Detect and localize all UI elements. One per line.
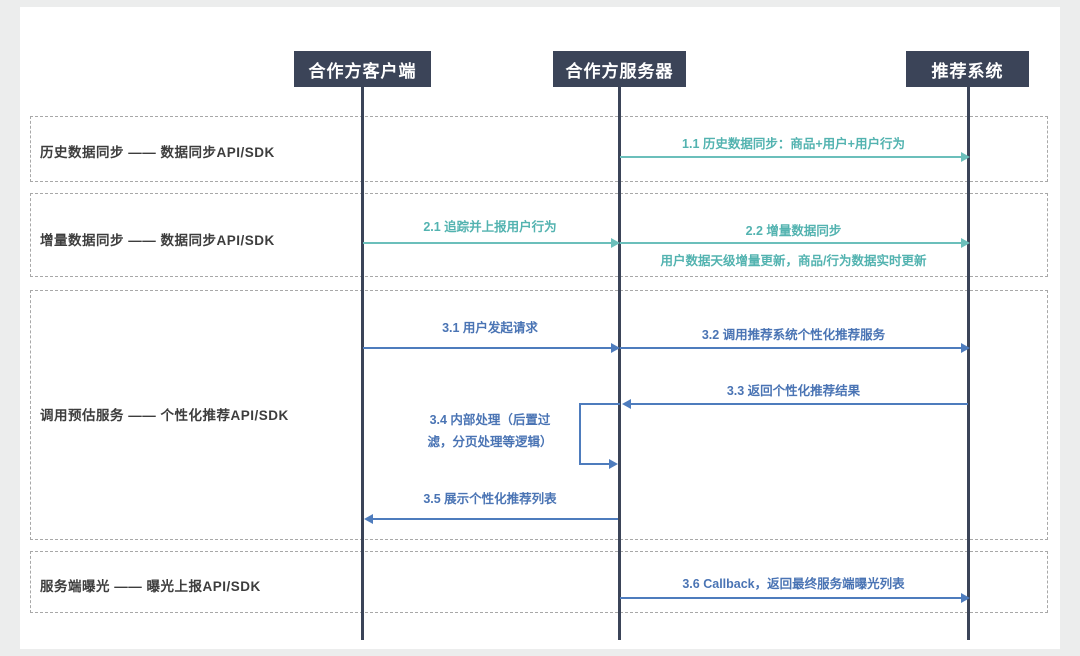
message-label-3-1: 3.1 用户发起请求	[442, 321, 538, 335]
actor-label-recsys: 推荐系统	[931, 61, 1004, 81]
message-line-1-1	[620, 156, 964, 158]
message-label-3-4-line2: 滤，分页处理等逻辑）	[427, 435, 553, 449]
actor-label-server: 合作方服务器	[565, 61, 674, 81]
message-arrowhead-3-6	[961, 593, 970, 603]
self-loop-arrowhead-3-4	[609, 459, 618, 469]
message-line-2-1	[363, 242, 614, 244]
band-label-incremental-sync: 增量数据同步 —— 数据同步API/SDK	[40, 233, 275, 248]
message-label-2-1: 2.1 追踪并上报用户行为	[423, 220, 557, 234]
message-arrowhead-3-5	[364, 514, 373, 524]
message-line-3-6	[620, 597, 964, 599]
actor-label-client: 合作方客户端	[308, 61, 417, 81]
diagram-card: 历史数据同步 —— 数据同步API/SDK 增量数据同步 —— 数据同步API/…	[20, 7, 1060, 649]
message-label-3-6: 3.6 Callback，返回最终服务端曝光列表	[682, 577, 905, 591]
band-label-server-exposure: 服务端曝光 —— 曝光上报API/SDK	[40, 579, 261, 594]
message-arrowhead-3-1	[611, 343, 620, 353]
message-line-3-1	[363, 347, 614, 349]
message-label-3-5: 3.5 展示个性化推荐列表	[423, 492, 557, 506]
self-loop-bottom-3-4	[579, 463, 611, 465]
lifeline-client	[361, 87, 364, 640]
message-arrowhead-3-3	[622, 399, 631, 409]
band-history-sync	[30, 116, 1048, 182]
actor-box-server[interactable]: 合作方服务器	[553, 51, 686, 87]
message-sublabel-2-2: 用户数据天级增量更新，商品/行为数据实时更新	[660, 254, 927, 268]
message-arrowhead-2-1	[611, 238, 620, 248]
band-predict-service	[30, 290, 1048, 540]
actor-box-recsys[interactable]: 推荐系统	[906, 51, 1029, 87]
message-arrowhead-1-1	[961, 152, 970, 162]
message-label-3-4-line1: 3.4 内部处理（后置过	[429, 413, 551, 427]
message-line-3-5	[372, 518, 618, 520]
message-line-2-2	[620, 242, 964, 244]
actor-box-client[interactable]: 合作方客户端	[294, 51, 431, 87]
message-line-3-3	[630, 403, 968, 405]
band-server-exposure	[30, 551, 1048, 613]
band-label-predict-service: 调用预估服务 —— 个性化推荐API/SDK	[40, 408, 289, 423]
message-label-2-2: 2.2 增量数据同步	[745, 224, 842, 238]
self-loop-side-3-4	[579, 403, 581, 465]
lifeline-recsys	[967, 87, 970, 640]
message-label-3-2: 3.2 调用推荐系统个性化推荐服务	[701, 328, 886, 342]
message-line-3-2	[620, 347, 964, 349]
sequence-diagram: 历史数据同步 —— 数据同步API/SDK 增量数据同步 —— 数据同步API/…	[20, 7, 1060, 649]
message-label-3-3: 3.3 返回个性化推荐结果	[726, 384, 861, 398]
self-loop-top-3-4	[579, 403, 620, 405]
message-label-1-1: 1.1 历史数据同步：商品+用户+用户行为	[682, 137, 905, 151]
message-arrowhead-3-2	[961, 343, 970, 353]
message-arrowhead-2-2	[961, 238, 970, 248]
band-incremental-sync	[30, 193, 1048, 277]
lifeline-server	[618, 87, 621, 640]
band-label-history-sync: 历史数据同步 —— 数据同步API/SDK	[40, 145, 275, 160]
